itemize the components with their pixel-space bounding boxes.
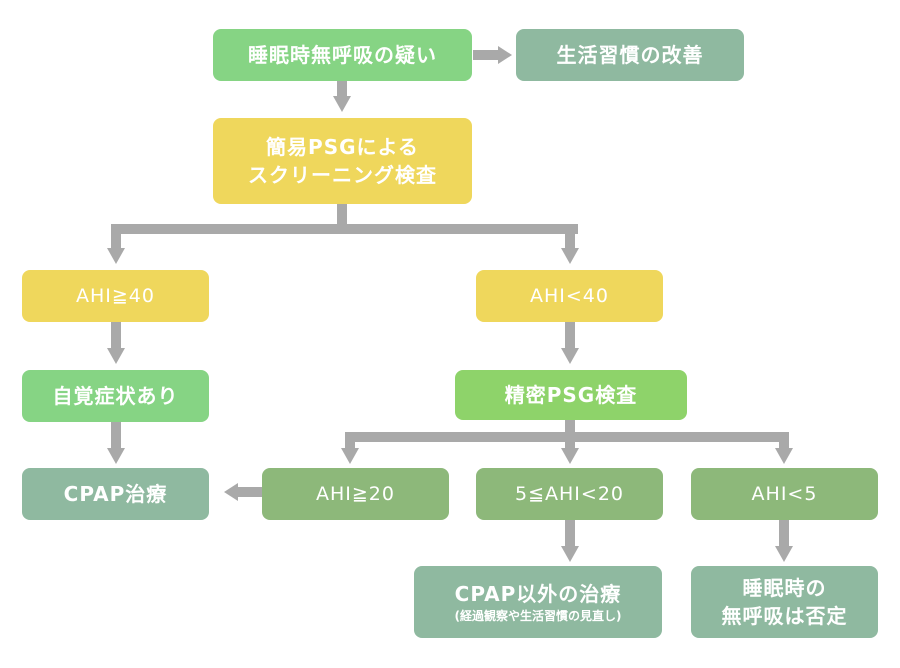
- arrowhead-ge40-symptom: [107, 348, 125, 364]
- node-ahi-ge-40: AHI≧40: [22, 270, 209, 322]
- node-label: 自覚症状あり: [52, 384, 179, 408]
- arrow-precise-right-drop: [779, 432, 789, 450]
- node-label: 精密PSG検査: [504, 383, 638, 407]
- arrowhead-suspicion-screening: [333, 96, 351, 112]
- arrowhead-symptom-cpap: [107, 448, 125, 464]
- arrow-precise-left-drop: [345, 432, 355, 450]
- arrowhead-to-ahi-ge40: [107, 248, 125, 264]
- node-sleep-apnea-suspicion: 睡眠時無呼吸の疑い: [213, 29, 472, 81]
- node-ahi-5-to-20: 5≦AHI<20: [476, 468, 663, 520]
- node-subjective-symptoms: 自覚症状あり: [22, 370, 209, 422]
- arrowhead-5-20-noncpap: [561, 546, 579, 562]
- arrow-screening-left-drop: [111, 224, 121, 250]
- arrowhead-ge20-cpap: [224, 483, 238, 501]
- arrow-precise-stem: [565, 420, 575, 440]
- arrow-screening-bar: [111, 224, 578, 234]
- node-non-cpap-treatment: CPAP以外の治療 (経過観察や生活習慣の見直し): [414, 566, 662, 638]
- node-label: 睡眠時無呼吸の疑い: [248, 43, 437, 67]
- arrow-precise-mid-drop: [565, 432, 575, 450]
- arrowhead-suspicion-lifestyle: [498, 46, 512, 64]
- node-precise-psg: 精密PSG検査: [455, 370, 687, 420]
- node-label: 生活習慣の改善: [556, 43, 704, 67]
- arrow-suspicion-screening: [337, 80, 347, 98]
- node-label: CPAP治療: [63, 482, 168, 506]
- node-label: 5≦AHI<20: [515, 482, 624, 505]
- node-note: (経過観察や生活習慣の見直し): [454, 609, 622, 623]
- node-label: AHI≧40: [76, 284, 155, 307]
- node-label-line1: 簡易PSGによる: [266, 135, 419, 159]
- node-label: CPAP以外の治療: [454, 582, 622, 606]
- node-label-line1: 睡眠時の: [742, 576, 827, 600]
- node-label: AHI≧20: [316, 482, 395, 505]
- arrow-lt5-denied: [779, 520, 789, 548]
- arrow-screening-right-drop: [565, 224, 575, 250]
- arrowhead-to-ahi-ge20: [341, 448, 359, 464]
- arrow-5-20-noncpap: [565, 520, 575, 548]
- arrow-screening-stem: [337, 204, 347, 230]
- arrowhead-to-ahi-lt5: [775, 448, 793, 464]
- node-ahi-ge-20: AHI≧20: [262, 468, 449, 520]
- node-cpap-treatment: CPAP治療: [22, 468, 209, 520]
- node-apnea-denied: 睡眠時の 無呼吸は否定: [691, 566, 878, 638]
- arrow-ge20-cpap: [236, 487, 262, 497]
- node-label: AHI<5: [751, 482, 818, 505]
- arrowhead-lt5-denied: [775, 546, 793, 562]
- node-label-line2: 無呼吸は否定: [721, 604, 848, 628]
- node-simple-psg-screening: 簡易PSGによる スクリーニング検査: [213, 118, 472, 204]
- arrow-ge40-symptom: [111, 322, 121, 350]
- arrow-lt40-precise: [565, 322, 575, 350]
- arrowhead-to-ahi-5-20: [561, 448, 579, 464]
- arrowhead-to-ahi-lt40: [561, 248, 579, 264]
- node-ahi-lt-40: AHI<40: [476, 270, 663, 322]
- arrow-symptom-cpap: [111, 422, 121, 450]
- arrowhead-lt40-precise: [561, 348, 579, 364]
- node-label: AHI<40: [530, 284, 609, 307]
- node-label-line2: スクリーニング検査: [248, 163, 437, 187]
- node-lifestyle-improvement: 生活習慣の改善: [516, 29, 744, 81]
- node-ahi-lt-5: AHI<5: [691, 468, 878, 520]
- arrow-suspicion-lifestyle: [473, 50, 500, 60]
